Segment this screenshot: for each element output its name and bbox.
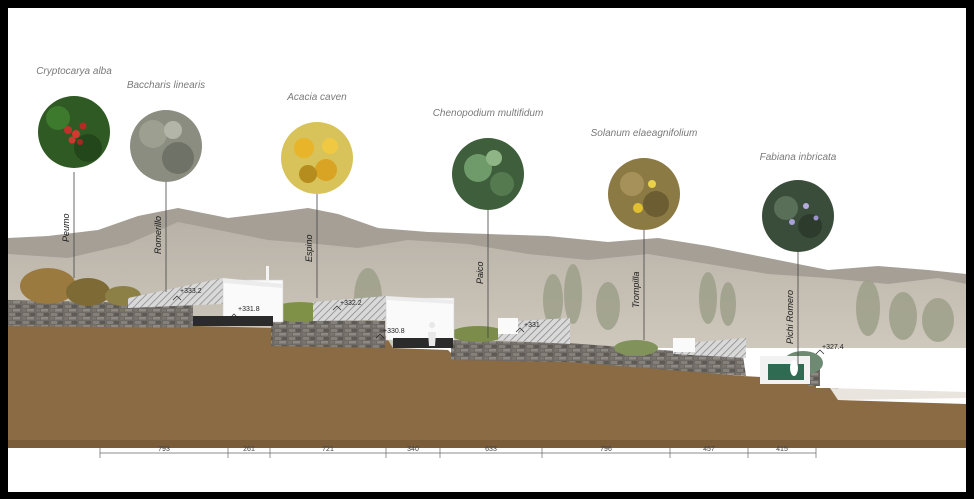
plant-photo-chenopodium [452, 138, 524, 210]
house-5 [760, 356, 810, 384]
soil-section [8, 316, 966, 440]
dimension-label: 721 [322, 446, 334, 453]
level-label: +331.8 [238, 306, 260, 313]
level-label: +333.2 [180, 288, 202, 295]
house-2 [313, 296, 455, 348]
level-label: +327.4 [822, 344, 844, 351]
level-label: +332.2 [340, 300, 362, 307]
plant-label-chenopodium: Chenopodium multifidum [432, 108, 544, 119]
plant-label-acacia: Acacia caven [287, 92, 347, 103]
plant-label-fabiana: Fabiana inbricata [759, 152, 837, 163]
house-3 [498, 318, 570, 344]
plant-photo-baccharis [130, 110, 202, 182]
plant-photo-solanum [608, 158, 680, 230]
plant-photo-fabiana [762, 180, 834, 252]
stone-wall-3 [451, 340, 746, 376]
valley-trees [354, 264, 954, 342]
common-name-peumo: Peumo [61, 213, 71, 242]
common-name-espino: Espino [304, 234, 314, 262]
plant-label-solanum: Solanum elaeagnifolium [590, 128, 698, 139]
house-1 [128, 266, 284, 326]
dimension-label: 340 [407, 446, 419, 453]
dimension-label: 261 [243, 446, 255, 453]
house-4 [673, 338, 746, 358]
road-edge [830, 388, 966, 400]
dimension-line [99, 448, 817, 458]
common-name-trompilla: Trompilla [631, 271, 641, 308]
common-name-romerillo: Romerillo [153, 215, 163, 254]
landscape-section [8, 96, 966, 458]
level-label: +331 [524, 322, 540, 329]
plant-photo-cryptocarya [38, 96, 110, 168]
common-name-pichi-romero: Pichi Romero [785, 289, 795, 344]
stone-wall-2 [271, 320, 385, 348]
dimension-label: 796 [600, 446, 612, 453]
common-name-paico: Paico [475, 261, 485, 284]
section-drawing: Cryptocarya alba Baccharis linearis Acac… [8, 8, 966, 492]
plant-label-cryptocarya: Cryptocarya alba [36, 66, 112, 77]
dimension-label: 793 [158, 446, 170, 453]
dimension-label: 415 [776, 446, 788, 453]
dimension-label: 633 [485, 446, 497, 453]
leader-lines [73, 172, 799, 364]
level-label: +330.8 [383, 328, 405, 335]
plant-photo-acacia [281, 122, 353, 194]
plant-label-baccharis: Baccharis linearis [126, 80, 206, 91]
level-markers [172, 295, 825, 355]
dimension-label: 457 [703, 446, 715, 453]
